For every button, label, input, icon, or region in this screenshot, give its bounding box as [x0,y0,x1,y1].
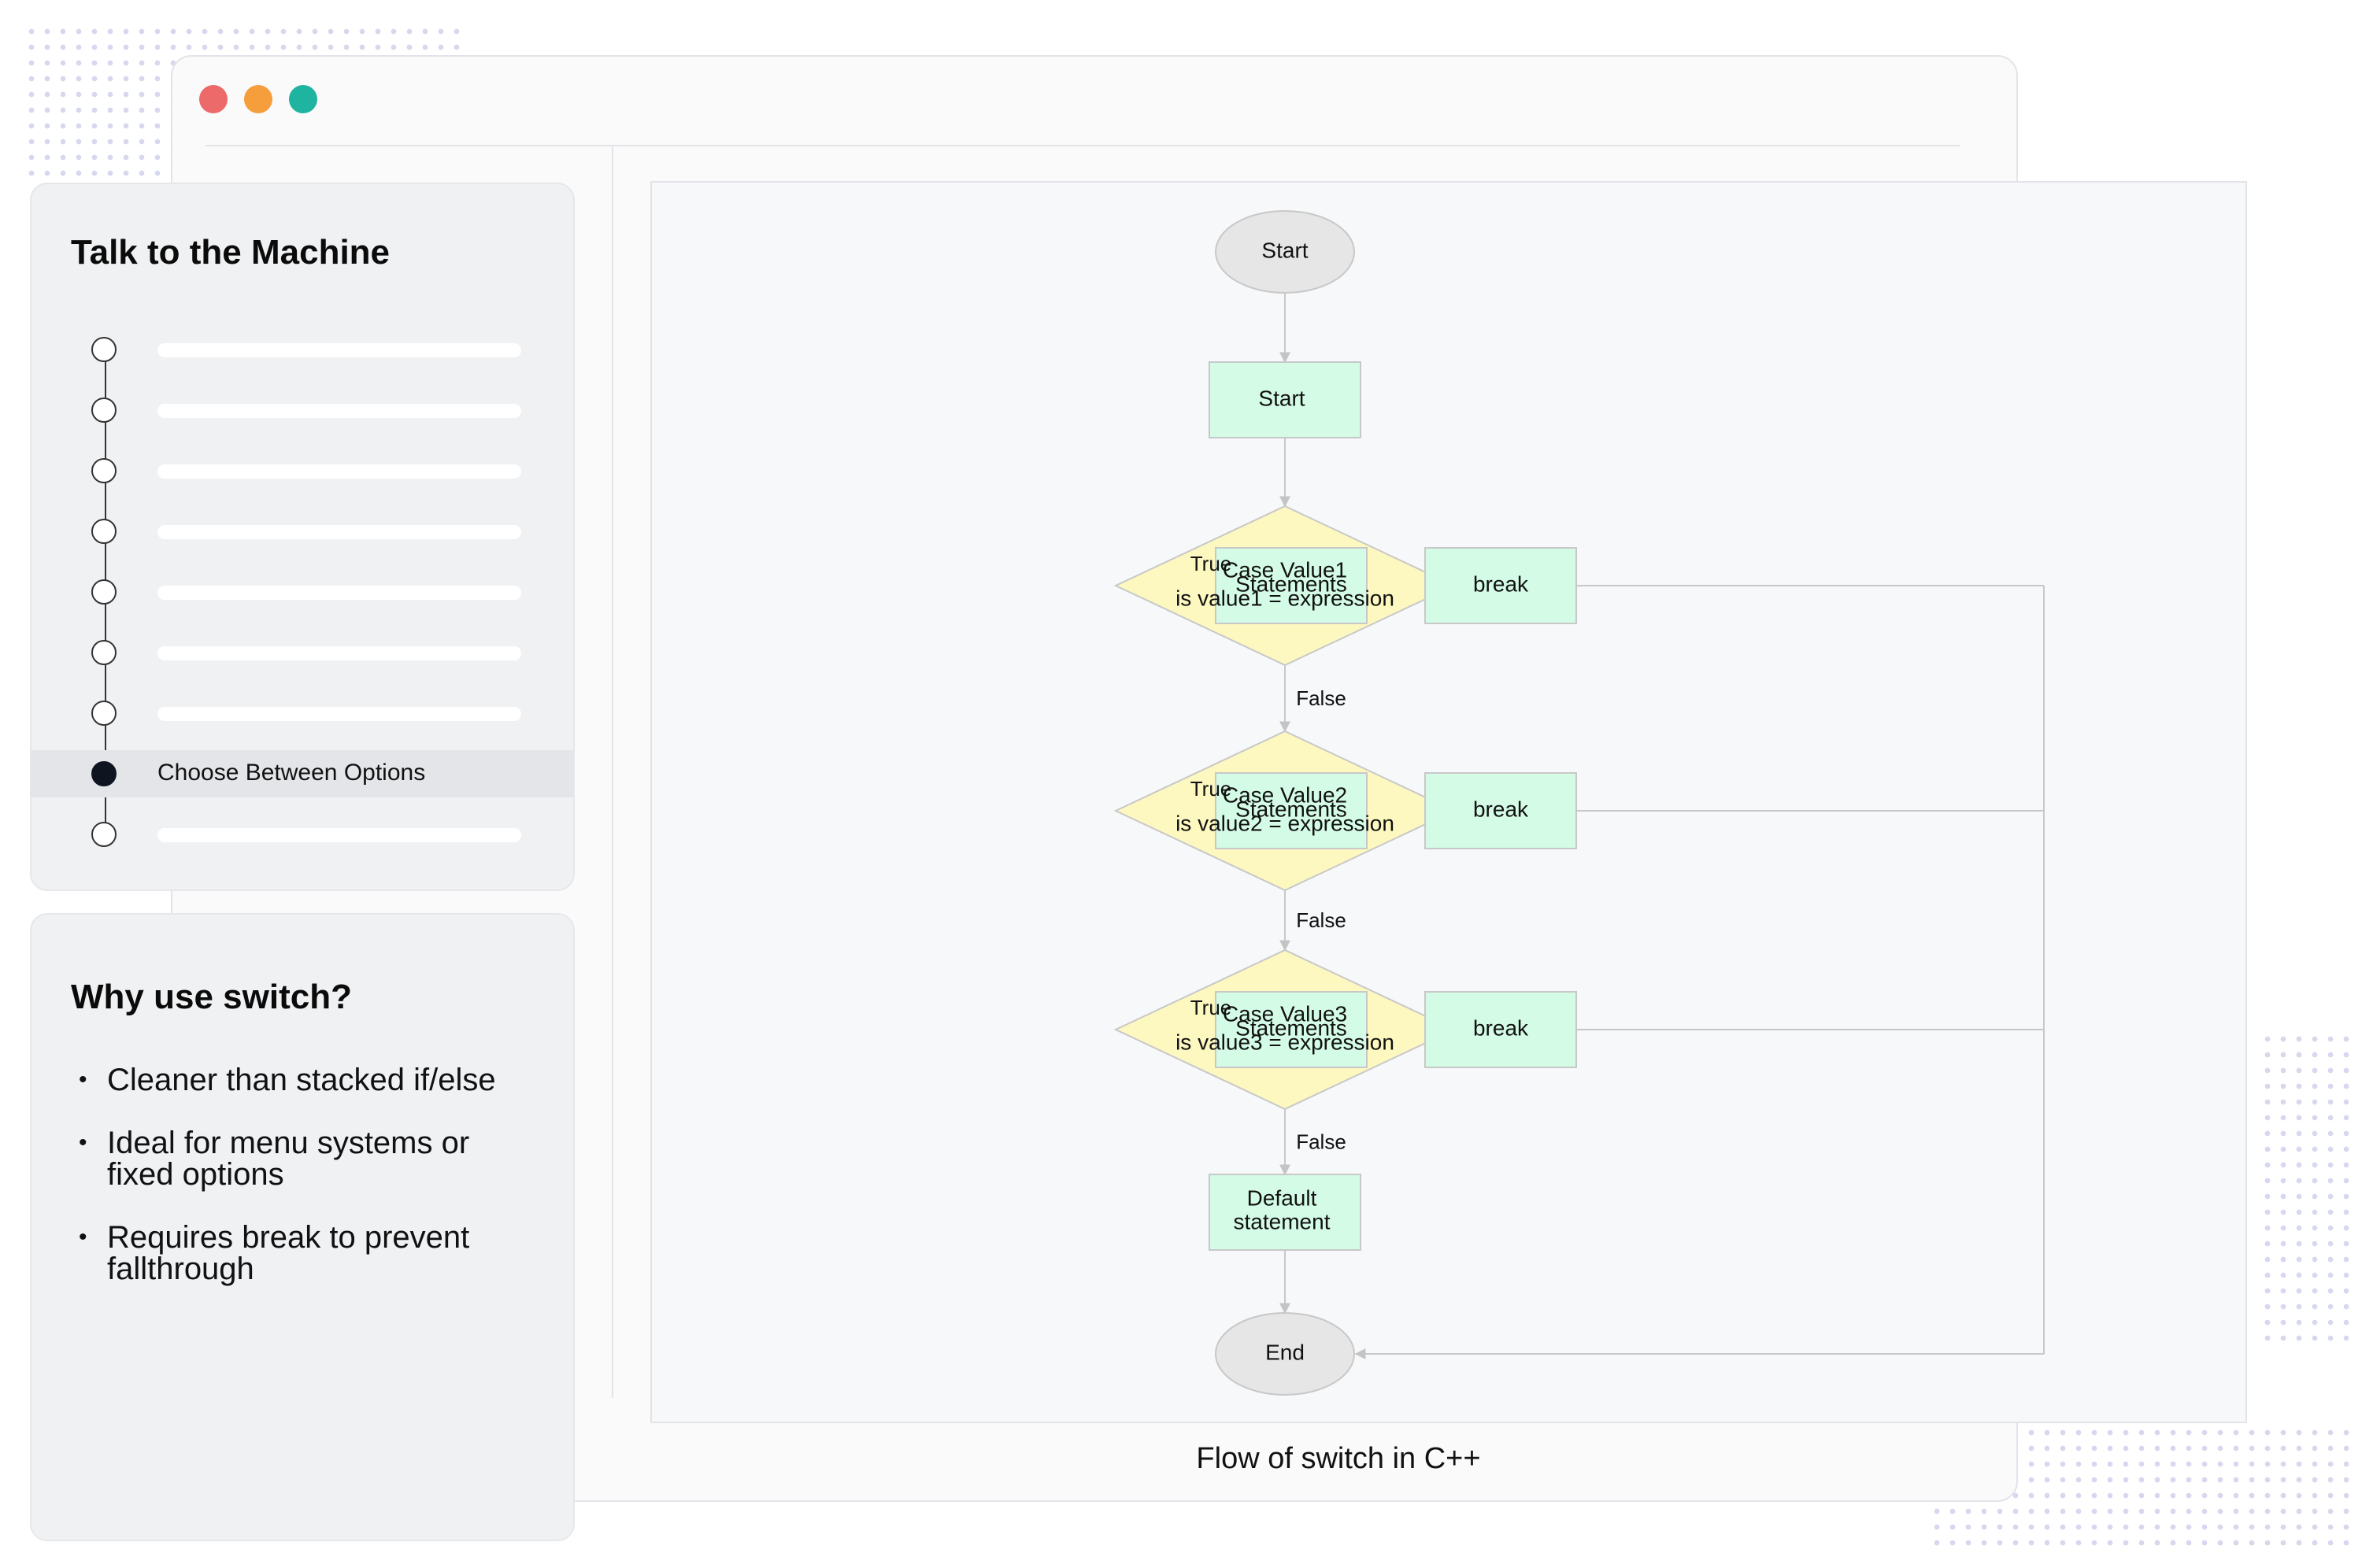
case-3-condition: is value3 = expression [1175,1030,1394,1054]
default-statement-line2: statement [1234,1209,1331,1233]
step-placeholder-bar [157,707,521,721]
lesson-step-2[interactable] [30,386,573,434]
lesson-step-3[interactable] [30,447,573,494]
start-terminal [1215,210,1355,294]
case-3-break-box [1424,991,1577,1068]
step-placeholder-bar [157,343,521,357]
case-2-condition: is value2 = expression [1175,811,1394,835]
start-process-box [1209,361,1361,438]
diagram-caption: Flow of switch in C++ [1196,1442,1481,1475]
step-marker-icon [91,640,117,665]
case-1-title: Case Value1 [1223,557,1347,582]
case-1-break-label: break [1473,571,1529,596]
case-2-title: Case Value2 [1223,782,1347,807]
lesson-step-7[interactable] [30,690,573,737]
case-3-break-label: break [1473,1015,1529,1040]
case-3-statements-box [1215,991,1368,1068]
case-3-statements-label: Statements [1235,1015,1347,1040]
lesson-step-1[interactable] [30,326,573,373]
step-placeholder-bar [157,404,521,418]
info-bullet: Requires break to prevent fallthrough [71,1222,528,1285]
step-placeholder-bar [157,464,521,479]
step-marker-icon [91,519,117,544]
step-placeholder-bar [157,586,521,600]
case-1-false-label: False [1296,686,1346,710]
close-window-icon[interactable] [199,85,228,113]
case-2-true-label: True [1190,777,1232,801]
end-terminal-label: End [1265,1340,1305,1364]
lesson-step-8[interactable]: Choose Between Options [30,750,573,797]
case-1-statements-label: Statements [1235,571,1347,596]
case-2-statements-box [1215,772,1368,849]
case-1-statements-box [1215,547,1368,624]
case-2-break-box [1424,772,1577,849]
info-bullet: Cleaner than stacked if/else [71,1064,528,1096]
step-current-marker-icon [91,761,117,786]
start-terminal-label: Start [1261,238,1308,262]
lesson-step-label: Choose Between Options [157,760,426,786]
titlebar-divider [205,145,1960,146]
lesson-step-9[interactable] [30,811,573,858]
step-marker-icon [91,822,117,847]
step-marker-icon [91,701,117,726]
lesson-title: Talk to the Machine [71,233,391,272]
case-1-condition: is value1 = expression [1175,586,1394,610]
default-statement-line1: Default [1247,1185,1317,1210]
step-marker-icon [91,337,117,362]
end-terminal [1215,1312,1355,1396]
case-3-false-label: False [1296,1130,1346,1153]
step-placeholder-bar [157,828,521,842]
step-marker-icon [91,579,117,605]
default-statement-box [1209,1174,1361,1251]
lesson-step-5[interactable] [30,568,573,616]
step-placeholder-bar [157,646,521,660]
info-bullet: Ideal for menu systems or fixed options [71,1127,528,1190]
case-1-break-box [1424,547,1577,624]
case-1-true-label: True [1190,552,1232,575]
lesson-step-4[interactable] [30,508,573,555]
step-marker-icon [91,458,117,483]
case-2-statements-label: Statements [1235,797,1347,821]
case-2-break-label: break [1473,797,1529,821]
step-marker-icon [91,398,117,423]
case-3-title: Case Value3 [1223,1001,1347,1026]
case-2-false-label: False [1296,908,1346,932]
decorative-dots-right [2260,1031,2354,1346]
pane-divider [612,146,613,1398]
info-bullet-list: Cleaner than stacked if/elseIdeal for me… [71,1064,528,1316]
case-3-true-label: True [1190,996,1232,1019]
start-process-label: Start [1258,386,1305,410]
flowchart-nodes [1113,210,1577,1396]
info-title: Why use switch? [71,978,352,1016]
zoom-window-icon[interactable] [289,85,317,113]
lesson-step-6[interactable] [30,629,573,676]
minimize-window-icon[interactable] [244,85,272,113]
step-placeholder-bar [157,525,521,539]
